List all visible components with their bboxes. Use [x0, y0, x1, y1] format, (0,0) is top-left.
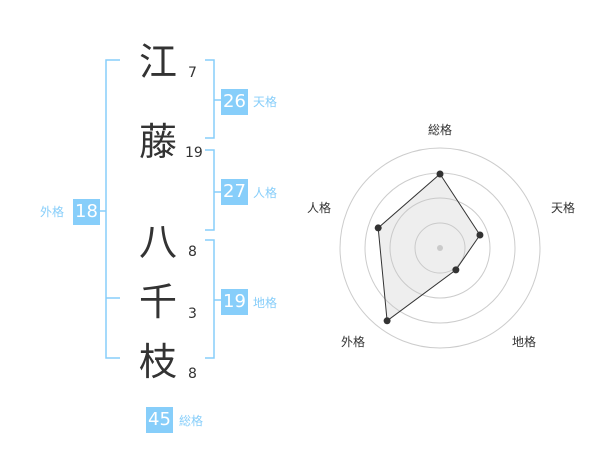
stroke-count-5: 8: [188, 366, 197, 382]
soukaku-value: 45: [146, 407, 173, 433]
radar-point-0: [436, 170, 444, 178]
chikaku-value: 19: [221, 289, 248, 315]
kanji-3: 八: [138, 220, 177, 264]
gaikaku-label: 外格: [40, 205, 65, 219]
stroke-count-2: 19: [185, 145, 203, 161]
jinkaku-value: 27: [221, 179, 248, 205]
radar-ring-1: [414, 222, 466, 274]
kanji-4: 千: [138, 280, 177, 324]
radar-point-2: [452, 266, 460, 274]
radar-axis-label-soukaku: 総格: [428, 123, 453, 137]
radar-series-area: [377, 173, 481, 322]
radar-ring-2: [389, 197, 491, 299]
tenkaku-value: 26: [221, 89, 248, 115]
stroke-count-3: 8: [188, 244, 197, 260]
soukaku-label: 総格: [179, 414, 204, 428]
radar-ring-4: [339, 147, 541, 349]
radar-center: [437, 245, 443, 251]
radar-axis-label-jinkaku: 人格: [307, 201, 332, 215]
stroke-count-1: 7: [188, 65, 197, 81]
radar-axis-label-tenkaku: 天格: [551, 201, 576, 215]
radar-point-3: [383, 317, 391, 325]
kanji-2: 藤: [138, 120, 177, 164]
radar-axis-label-chikaku: 地格: [512, 335, 537, 349]
radar-axis-label-gaikaku: 外格: [341, 335, 366, 349]
kanji-5: 枝: [138, 340, 177, 384]
tenkaku-label: 天格: [253, 95, 278, 109]
radar-point-1: [476, 231, 484, 239]
chikaku-label: 地格: [253, 296, 278, 310]
radar-point-4: [374, 224, 382, 232]
stroke-count-4: 3: [188, 306, 197, 322]
gaikaku-value: 18: [73, 199, 100, 225]
jinkaku-label: 人格: [253, 186, 278, 200]
kanji-1: 江: [138, 40, 177, 84]
